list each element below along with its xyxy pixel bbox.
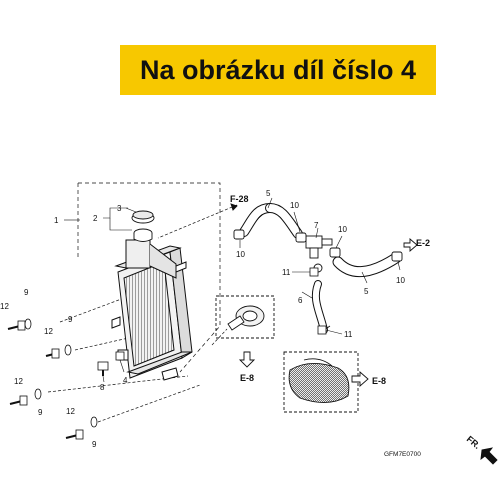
callout-11-a: 11 (282, 268, 291, 277)
callout-10-a: 10 (290, 201, 299, 210)
radiator-cap (131, 210, 155, 242)
callout-11-b: 11 (344, 330, 353, 339)
hose-5-upper (239, 203, 303, 239)
ref-front: FR. (465, 434, 483, 451)
hose-5-lower (332, 252, 402, 278)
water-pump-cover (283, 351, 359, 413)
callout-9-b: 9 (68, 315, 73, 324)
callout-9-d: 9 (92, 440, 97, 449)
bolts-and-washers (7, 267, 331, 440)
arrow-e8-down (238, 351, 256, 368)
callout-10-b: 10 (236, 250, 245, 259)
ref-e2: E-2 (416, 238, 430, 248)
callout-1: 1 (54, 216, 59, 225)
callout-5-lower: 5 (364, 287, 369, 296)
arrow-front (480, 447, 498, 465)
callout-7: 7 (314, 221, 319, 230)
arrow-e2 (403, 238, 418, 252)
hose-clamp (329, 247, 341, 258)
callout-10-d: 10 (396, 276, 405, 285)
ref-e8-right: E-8 (372, 376, 386, 386)
callout-2: 2 (93, 214, 98, 223)
callout-9-a: 9 (24, 288, 29, 297)
hose-clamps (233, 229, 403, 262)
callout-12-d: 12 (66, 407, 75, 416)
hose-6 (311, 280, 328, 334)
callout-3: 3 (117, 204, 122, 213)
ref-e8-lower: E-8 (240, 373, 254, 383)
arrow-e8-right (351, 371, 369, 387)
hose-clamp (391, 251, 403, 262)
part-4-rubber (115, 351, 125, 361)
callout-8: 8 (100, 383, 105, 392)
diagram-code: GFM7E0700 (384, 451, 421, 458)
callout-5-upper: 5 (266, 189, 271, 198)
part-number-banner: Na obrázku díl číslo 4 (120, 45, 436, 95)
callout-4: 4 (123, 376, 128, 385)
reference-labels: F-28 E-2 E-8 E-8 FR. GFM7E0700 (230, 194, 482, 458)
callout-12-a: 12 (0, 302, 9, 311)
callout-10-c: 10 (338, 225, 347, 234)
joint-7 (305, 235, 333, 273)
hose-clamp (233, 229, 245, 240)
hose-clamp (295, 232, 307, 243)
radiator (111, 239, 193, 381)
banner-text: Na obrázku díl číslo 4 (139, 54, 417, 85)
assembly-outline-1 (77, 182, 221, 373)
callout-9-c: 9 (38, 408, 43, 417)
thermostat-housing-upper (215, 295, 275, 339)
callout-labels: 1 2 3 4 5 5 6 7 8 9 9 9 9 10 10 10 10 11… (0, 189, 405, 449)
callout-12-c: 12 (14, 377, 23, 386)
callout-12-b: 12 (44, 327, 53, 336)
ref-f28: F-28 (230, 194, 249, 204)
callout-6: 6 (298, 296, 303, 305)
